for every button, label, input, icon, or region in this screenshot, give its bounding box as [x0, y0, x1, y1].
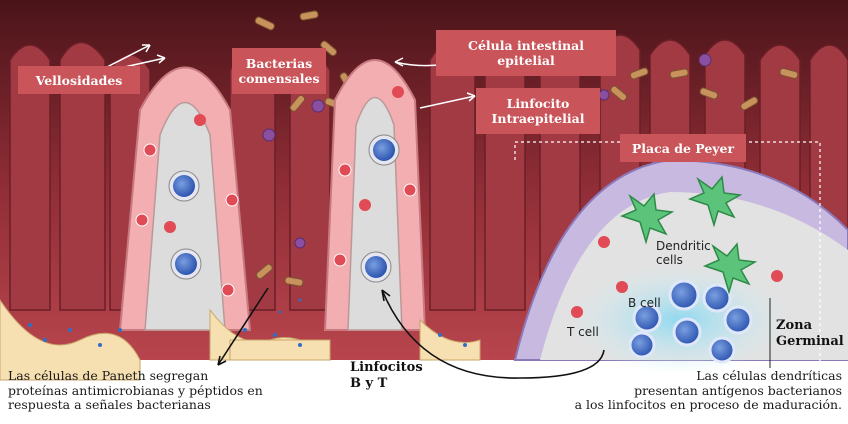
label-linfocito-intraepitelial: Linfocito Intraepitelial [476, 88, 600, 134]
t-cell-label: T cell [566, 325, 599, 339]
label-zona-germinal: Zona Germinal [776, 318, 844, 350]
label-bacterias-comensales: Bacterias comensales [232, 48, 326, 94]
label-placa-peyer: Placa de Peyer [620, 134, 746, 162]
villus-right [325, 60, 425, 330]
label-vellosidades: Vellosidades [18, 66, 140, 94]
label-linfocitos-bt: Linfocitos B y T [350, 360, 423, 392]
label-celula-intestinal: Célula intestinal epitelial [436, 30, 616, 76]
caption-paneth: Las células de Paneth segregan proteínas… [8, 369, 328, 413]
b-cell-label: B cell [628, 296, 661, 310]
caption-dendritic: Las células dendríticas presentan antíge… [492, 369, 842, 413]
